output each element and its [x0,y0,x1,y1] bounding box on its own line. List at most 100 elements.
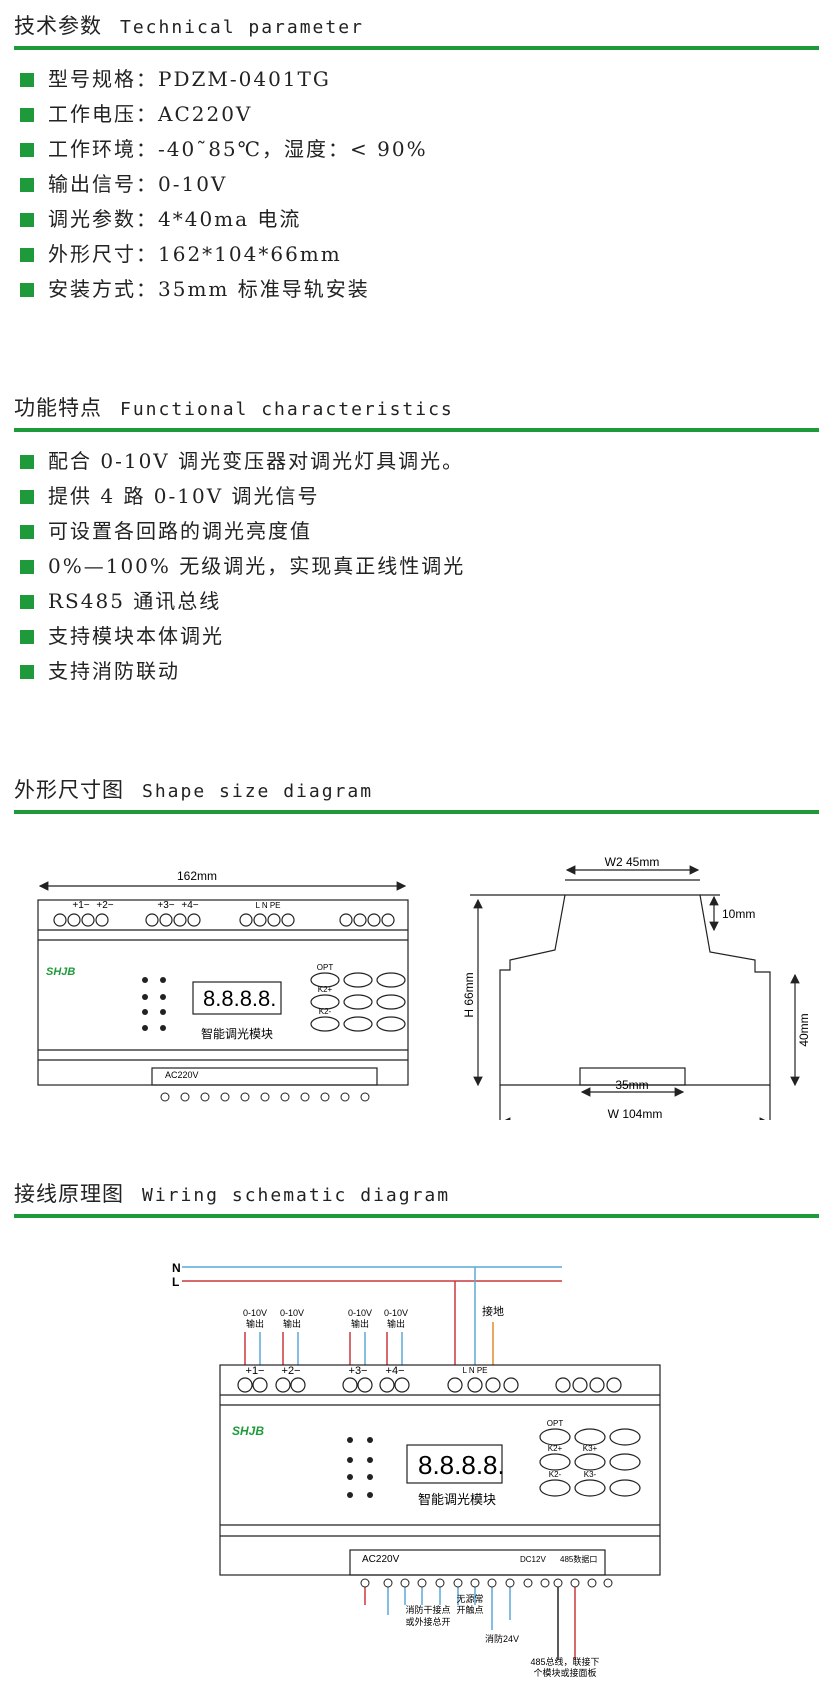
shape-size-diagram: 162mm +1− +2− +3− +4− L N PE SHJB 8.8.8.… [37,855,811,1120]
list-item: 支持消防联动 [20,654,465,689]
key-label: K2- [319,1007,332,1016]
bullet-square-icon [20,455,34,469]
side-view [470,865,800,1120]
bullet-square-icon [20,143,34,157]
svg-text:输出: 输出 [246,1318,264,1329]
svg-text:485数据口: 485数据口 [560,1554,597,1564]
bullet-square-icon [20,595,34,609]
wiring-title-cn: 接线原理图 [14,1182,124,1206]
svg-text:0-10V: 0-10V [280,1308,304,1318]
svg-text:K3-: K3- [584,1470,597,1479]
terminal-label: L N PE [255,901,280,910]
wiring-diagram: N L 接地 0-10V 输出 0-10V 输出 0-10V 输出 0-10V … [172,1261,661,1678]
dim-h: H 66mm [462,972,476,1017]
tech-list: 型号规格：PDZM-0401TG 工作电压：AC220V 工作环境：-40˜85… [20,62,428,307]
list-item: 0%—100% 无级调光，实现真正线性调光 [20,549,465,584]
list-item: 调光参数：4*40ma 电流 [20,202,428,237]
svg-text:无源常: 无源常 [456,1593,483,1604]
svg-text:DC12V: DC12V [520,1555,546,1564]
terminal-label: +3− [157,900,174,911]
svg-text:0-10V: 0-10V [243,1308,267,1318]
keypad [310,972,406,1032]
bullet-square-icon [20,665,34,679]
svg-text:0-10V: 0-10V [384,1308,408,1318]
func-title-cn: 功能特点 [14,396,102,420]
svg-text:L N PE: L N PE [462,1366,487,1375]
svg-text:+1−: +1− [246,1365,265,1377]
svg-text:OPT: OPT [547,1419,564,1428]
key-label: OPT [317,963,334,972]
tech-title: 技术参数 Technical parameter [14,10,364,40]
dim-10: 10mm [722,907,755,921]
module-name: 智能调光模块 [201,1026,273,1041]
svg-text:K2-: K2- [549,1470,562,1479]
bullet-square-icon [20,73,34,87]
module-name: 智能调光模块 [418,1492,496,1507]
bullet-square-icon [20,178,34,192]
shape-title: 外形尺寸图 Shape size diagram [14,774,373,804]
svg-text:K2+: K2+ [548,1444,563,1453]
terminal-label: +4− [181,900,198,911]
list-item: 型号规格：PDZM-0401TG [20,62,428,97]
bullet-square-icon [20,248,34,262]
terminal-screws [237,1377,622,1393]
bottom-label: AC220V [165,1070,199,1080]
svg-text:消防干接点: 消防干接点 [405,1604,450,1615]
list-item: 支持模块本体调光 [20,619,465,654]
svg-text:+2−: +2− [282,1365,301,1377]
label-n: N [172,1261,181,1275]
brand-logo: SHJB [232,1424,264,1438]
bullet-square-icon [20,490,34,504]
svg-text:输出: 输出 [283,1318,301,1329]
list-item: 配合 0-10V 调光变压器对调光灯具调光。 [20,444,465,479]
svg-text:或外接总开: 或外接总开 [405,1616,450,1627]
svg-text:个模块或接面板: 个模块或接面板 [533,1667,596,1678]
bullet-square-icon [20,525,34,539]
list-item: 安装方式：35mm 标准导轨安装 [20,272,428,307]
svg-text:+3−: +3− [349,1365,368,1377]
dim-width: 162mm [177,869,217,883]
svg-text:485总线，联接下: 485总线，联接下 [530,1656,599,1667]
bullet-square-icon [20,560,34,574]
module-body [219,1364,661,1576]
dim-w2: W2 45mm [605,855,660,869]
dim-40: 40mm [797,1013,811,1046]
tech-title-cn: 技术参数 [14,14,102,38]
func-title: 功能特点 Functional characteristics [14,392,454,422]
dim-35: 35mm [615,1078,648,1092]
list-item: 工作环境：-40˜85℃，湿度：< 90% [20,132,428,167]
func-list: 配合 0-10V 调光变压器对调光灯具调光。 提供 4 路 0-10V 调光信号… [20,444,465,689]
shape-title-en: Shape size diagram [142,781,374,802]
list-item: 工作电压：AC220V [20,97,428,132]
bullet-square-icon [20,213,34,227]
led-dots [347,1437,373,1498]
svg-text:+4−: +4− [386,1365,405,1377]
func-title-en: Functional characteristics [120,399,454,420]
list-item: 外形尺寸：162*104*66mm [20,237,428,272]
terminal-label: +2− [96,900,113,911]
divider [14,428,819,432]
terminal-label: +1− [72,900,89,911]
tech-title-en: Technical parameter [120,17,364,38]
shape-title-cn: 外形尺寸图 [14,778,124,802]
divider [14,1214,819,1218]
ground-label: 接地 [482,1305,504,1318]
list-item: 输出信号：0-10V [20,167,428,202]
brand-logo: SHJB [46,966,75,978]
svg-text:开触点: 开触点 [456,1604,483,1615]
svg-text:AC220V: AC220V [362,1554,400,1565]
dim-w: W 104mm [608,1107,663,1120]
front-view [37,881,409,1086]
bullet-square-icon [20,108,34,122]
wiring-title-en: Wiring schematic diagram [142,1185,451,1206]
svg-text:输出: 输出 [351,1318,369,1329]
wiring-title: 接线原理图 Wiring schematic diagram [14,1178,450,1208]
svg-text:K3+: K3+ [583,1444,598,1453]
list-item: 提供 4 路 0-10V 调光信号 [20,479,465,514]
svg-text:消防24V: 消防24V [485,1633,519,1644]
svg-text:0-10V: 0-10V [348,1308,372,1318]
keypad [539,1428,641,1497]
led-display: 8.8.8.8. [418,1450,505,1480]
divider [14,810,819,814]
bullet-square-icon [20,283,34,297]
